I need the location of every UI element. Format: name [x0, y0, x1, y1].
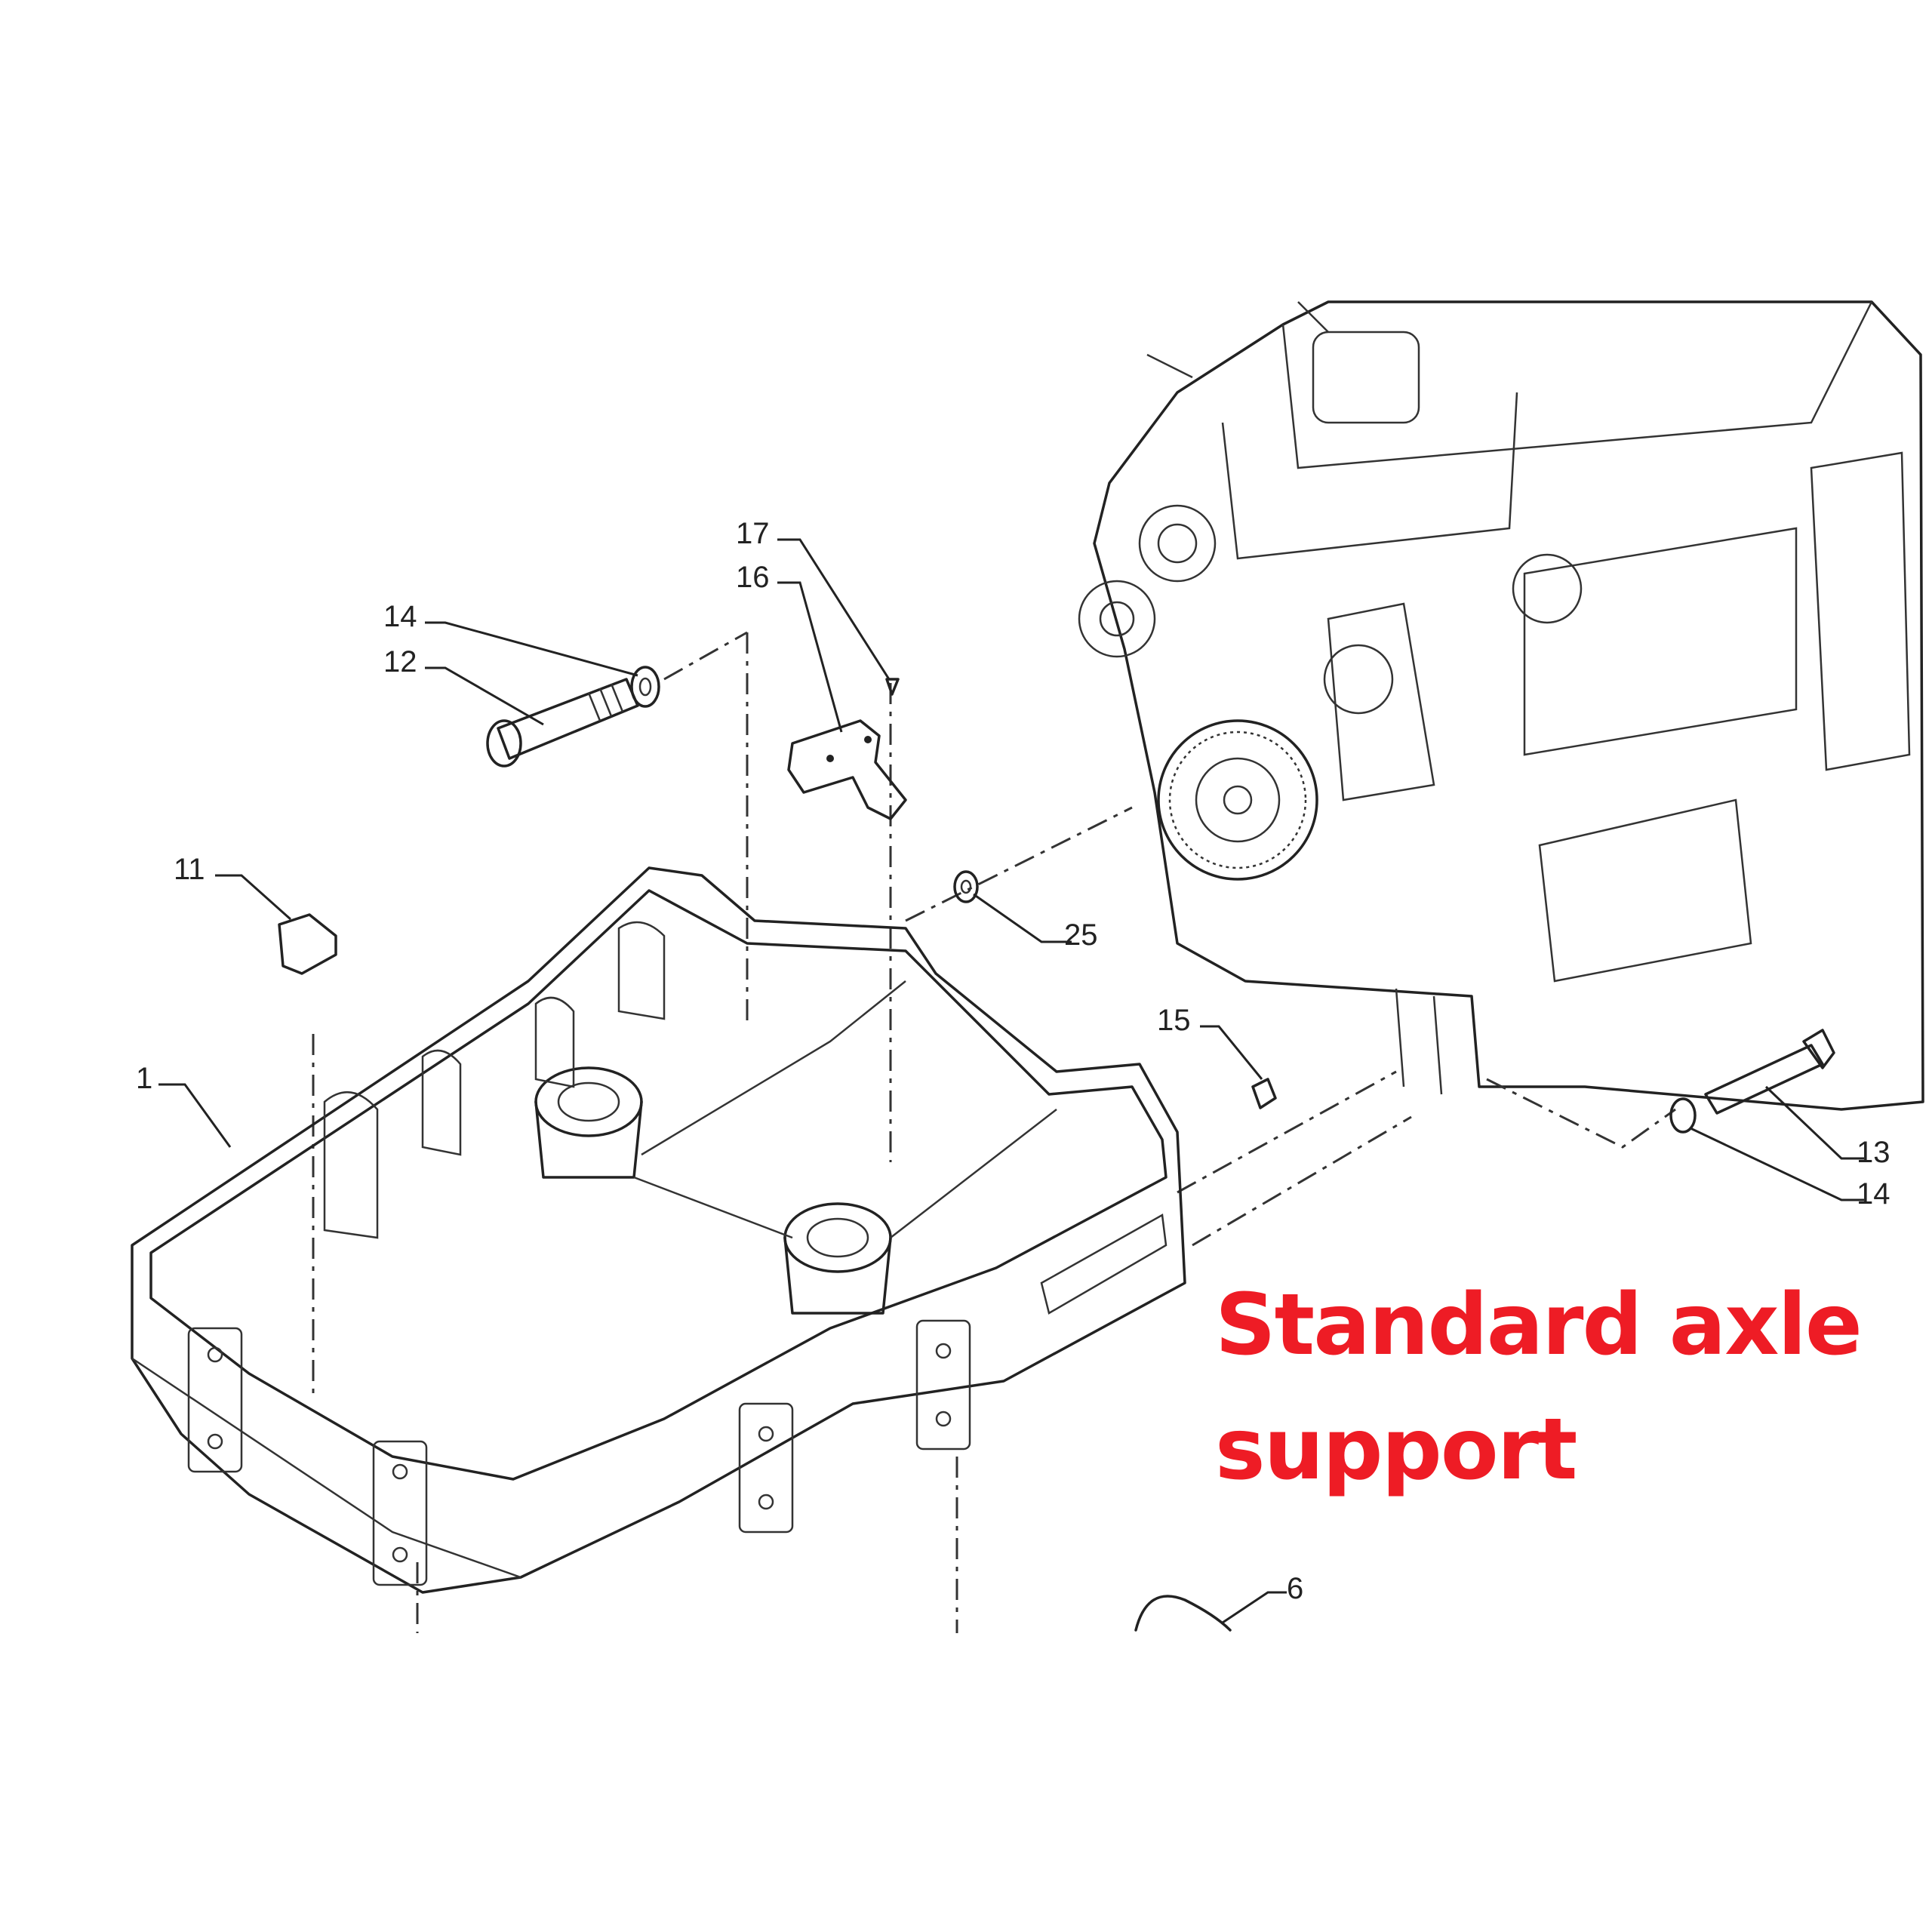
- callout-15: 15: [1157, 1004, 1191, 1037]
- washer-14-upper: [630, 666, 660, 708]
- callout-1: 1: [136, 1062, 152, 1095]
- title-line-1: Standard axle: [1215, 1276, 1863, 1374]
- washer-25: [953, 870, 979, 903]
- callout-16: 16: [736, 561, 770, 594]
- bolt-12: [486, 678, 639, 768]
- callout-25: 25: [1064, 918, 1098, 952]
- engine-block: [1078, 300, 1924, 1111]
- mounting-pad: [372, 1440, 428, 1586]
- leader-lines: [158, 538, 1864, 1624]
- callout-12: 12: [383, 645, 417, 678]
- dowel-15: [1251, 1078, 1277, 1109]
- alignment-lines: [312, 631, 1676, 1633]
- o-ring-6: [1134, 1595, 1232, 1632]
- mounting-pad: [738, 1402, 794, 1534]
- screw-17: [885, 678, 900, 696]
- mounting-pad: [915, 1319, 971, 1451]
- plug-11: [278, 913, 337, 975]
- callout-17: 17: [736, 517, 770, 550]
- bracket-16: [787, 719, 907, 820]
- washer-14-right: [1669, 1097, 1697, 1134]
- title-line-2: support: [1215, 1401, 1577, 1499]
- callout-13: 13: [1857, 1136, 1890, 1169]
- bolt-13: [1704, 1029, 1835, 1115]
- callout-14-upper: 14: [383, 600, 417, 633]
- callout-6: 6: [1287, 1572, 1303, 1605]
- callout-11: 11: [174, 853, 205, 886]
- axle-support-frame: [131, 866, 1186, 1594]
- callout-14-right: 14: [1857, 1177, 1890, 1211]
- mounting-pad: [187, 1327, 243, 1473]
